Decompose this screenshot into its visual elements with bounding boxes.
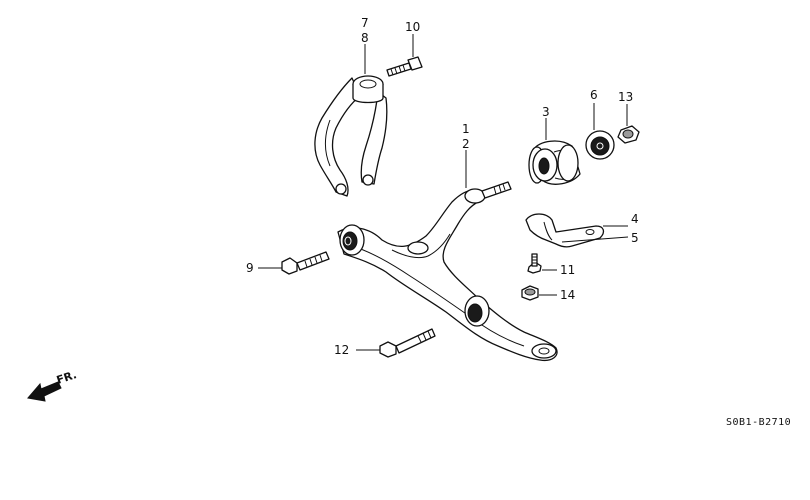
lower-arm-part: [337, 181, 558, 362]
callout-labels: 1 2 3 4 5 6 7 8 9 10 11 12 13 14: [246, 16, 639, 357]
callout-5: 5: [631, 231, 639, 245]
callout-7: 7: [361, 16, 369, 30]
bolt-11-part: [527, 253, 542, 274]
bolt-9-part: [281, 251, 330, 275]
leader-lines: [258, 34, 629, 351]
callout-12: 12: [334, 343, 349, 357]
washer-6-part: [585, 130, 615, 160]
callout-11: 11: [560, 263, 575, 277]
bolt-12-part: [379, 328, 436, 358]
nut-13-part: [617, 125, 640, 144]
callout-4: 4: [631, 212, 639, 226]
front-label: FR.: [55, 368, 78, 387]
callout-10: 10: [405, 20, 420, 34]
bushing-3-part: [528, 140, 581, 185]
front-arrow-icon: [27, 381, 62, 402]
callout-13: 13: [618, 90, 633, 104]
front-direction-indicator: FR.: [27, 368, 78, 402]
diagram-code: S0B1-B2710: [726, 417, 791, 428]
callout-2: 2: [462, 137, 470, 151]
callout-14: 14: [560, 288, 575, 302]
callout-9: 9: [246, 261, 254, 275]
bolt-10-part: [386, 56, 423, 77]
callout-1: 1: [462, 122, 470, 136]
callout-8: 8: [361, 31, 369, 45]
bracket-4-part: [525, 213, 605, 248]
nut-14-part: [521, 285, 539, 301]
fork-bracket-part: [314, 75, 388, 197]
callout-3: 3: [542, 105, 550, 119]
callout-6: 6: [590, 88, 598, 102]
